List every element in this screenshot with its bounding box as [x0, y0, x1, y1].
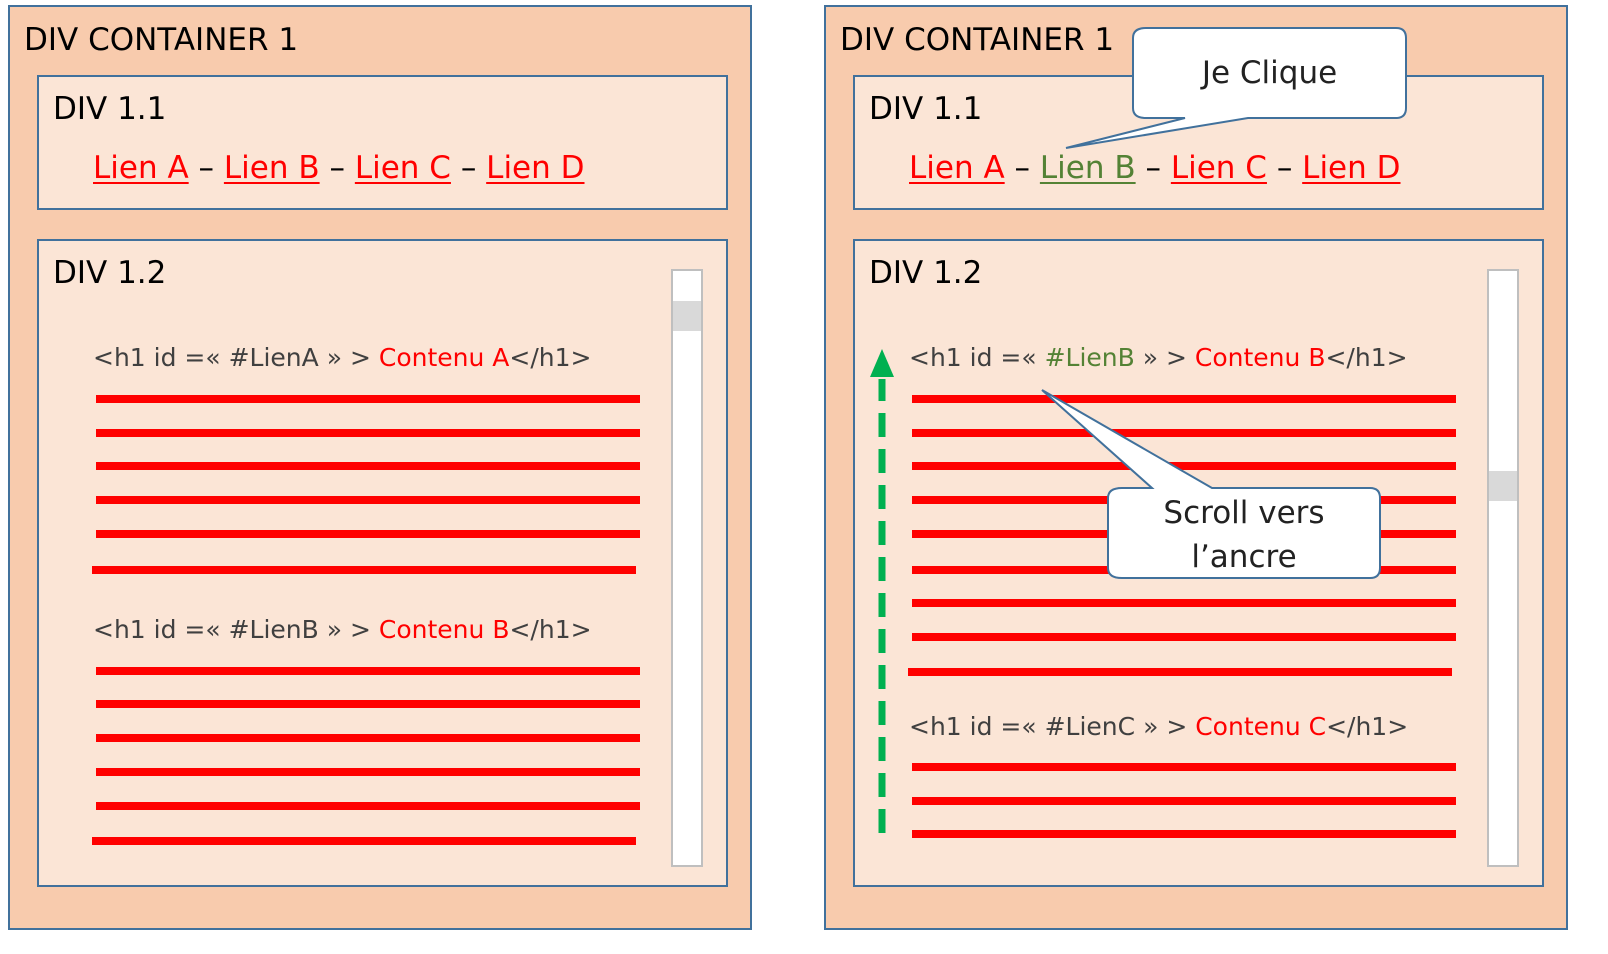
- right-link-d[interactable]: Lien D: [1302, 150, 1401, 186]
- right-link-list: Lien A – Lien B – Lien C – Lien D: [909, 153, 1401, 184]
- right-scrollbar-thumb[interactable]: [1489, 471, 1517, 501]
- heading-content: Contenu B: [378, 615, 510, 644]
- content-line: [96, 530, 640, 538]
- left-container-title: DIV CONTAINER 1: [24, 22, 299, 58]
- scroll-up-arrow-icon: [870, 349, 894, 833]
- left-link-separator: –: [460, 150, 477, 186]
- right-div-1-1-title: DIV 1.1: [869, 91, 983, 127]
- right-container-title: DIV CONTAINER 1: [840, 22, 1115, 58]
- right-link-a[interactable]: Lien A: [909, 150, 1005, 186]
- left-link-a[interactable]: Lien A: [93, 150, 189, 186]
- content-line: [96, 802, 640, 810]
- right-scrollbar[interactable]: [1487, 269, 1519, 867]
- content-line: [908, 668, 1452, 676]
- left-section-a-heading: <h1 id =« #LienA » > Contenu A</h1>: [93, 345, 591, 370]
- content-line: [912, 830, 1456, 838]
- heading-suffix: </h1>: [509, 343, 592, 372]
- callout-je-clique-bubble: [1065, 27, 1407, 149]
- left-link-d[interactable]: Lien D: [486, 150, 585, 186]
- heading-suffix: </h1>: [1325, 343, 1408, 372]
- left-scrollbar[interactable]: [671, 269, 703, 867]
- heading-middle: » >: [318, 615, 379, 644]
- content-line: [92, 837, 636, 845]
- content-line: [912, 633, 1456, 641]
- left-link-c[interactable]: Lien C: [354, 150, 451, 186]
- content-line: [96, 462, 640, 470]
- heading-suffix: </h1>: [509, 615, 592, 644]
- heading-suffix: </h1>: [1326, 712, 1409, 741]
- left-scrollbar-thumb[interactable]: [673, 301, 701, 331]
- left-link-separator: –: [198, 150, 215, 186]
- heading-anchor: #LienA: [228, 343, 319, 372]
- content-line: [96, 700, 640, 708]
- content-line: [96, 667, 640, 675]
- right-link-c[interactable]: Lien C: [1170, 150, 1267, 186]
- left-link-separator: –: [329, 150, 345, 186]
- left-section-b-heading: <h1 id =« #LienB » > Contenu B</h1>: [93, 617, 592, 642]
- right-div-1-2-title: DIV 1.2: [869, 255, 983, 291]
- left-link-list: Lien A – Lien B – Lien C – Lien D: [93, 153, 585, 184]
- heading-middle: » >: [1134, 343, 1195, 372]
- content-line: [912, 429, 1456, 437]
- right-link-b-clicked[interactable]: Lien B: [1039, 150, 1136, 186]
- callout-scroll-text-line1: Scroll vers: [1163, 495, 1325, 531]
- callout-je-clique-text: Je Clique: [1201, 55, 1338, 91]
- heading-prefix: <h1 id =«: [93, 615, 229, 644]
- content-line: [96, 429, 640, 437]
- left-div-1-2-title: DIV 1.2: [53, 255, 167, 291]
- callout-scroll-text-line2: l’ancre: [1191, 539, 1297, 575]
- content-line: [912, 462, 1456, 470]
- content-line: [912, 797, 1456, 805]
- content-line: [96, 768, 640, 776]
- heading-middle: » >: [1135, 712, 1196, 741]
- heading-content: Contenu A: [378, 343, 510, 372]
- left-div-1-2: DIV 1.2 <h1 id =« #LienA » > Contenu A</…: [37, 239, 728, 887]
- heading-anchor: #LienC: [1044, 712, 1136, 741]
- heading-middle: » >: [318, 343, 379, 372]
- heading-prefix: <h1 id =«: [909, 343, 1045, 372]
- content-line: [96, 496, 640, 504]
- right-link-separator: –: [1145, 150, 1161, 186]
- content-line: [92, 566, 636, 574]
- heading-prefix: <h1 id =«: [909, 712, 1045, 741]
- heading-anchor: #LienB: [1044, 343, 1135, 372]
- heading-anchor: #LienB: [228, 615, 319, 644]
- right-link-separator: –: [1276, 150, 1293, 186]
- callout-scroll-bubble: [1041, 389, 1381, 579]
- content-line: [96, 734, 640, 742]
- heading-content: Contenu B: [1194, 343, 1326, 372]
- heading-content: Contenu C: [1195, 712, 1327, 741]
- left-link-b[interactable]: Lien B: [223, 150, 320, 186]
- content-line: [912, 599, 1456, 607]
- left-div-1-1-title: DIV 1.1: [53, 91, 167, 127]
- right-link-separator: –: [1014, 150, 1031, 186]
- left-div-1-1: DIV 1.1 Lien A – Lien B – Lien C – Lien …: [37, 75, 728, 210]
- content-line: [96, 395, 640, 403]
- right-section-c-heading: <h1 id =« #LienC » > Contenu C</h1>: [909, 714, 1408, 739]
- right-section-b-heading: <h1 id =« #LienB » > Contenu B</h1>: [909, 345, 1408, 370]
- content-line: [912, 395, 1456, 403]
- heading-prefix: <h1 id =«: [93, 343, 229, 372]
- content-line: [912, 763, 1456, 771]
